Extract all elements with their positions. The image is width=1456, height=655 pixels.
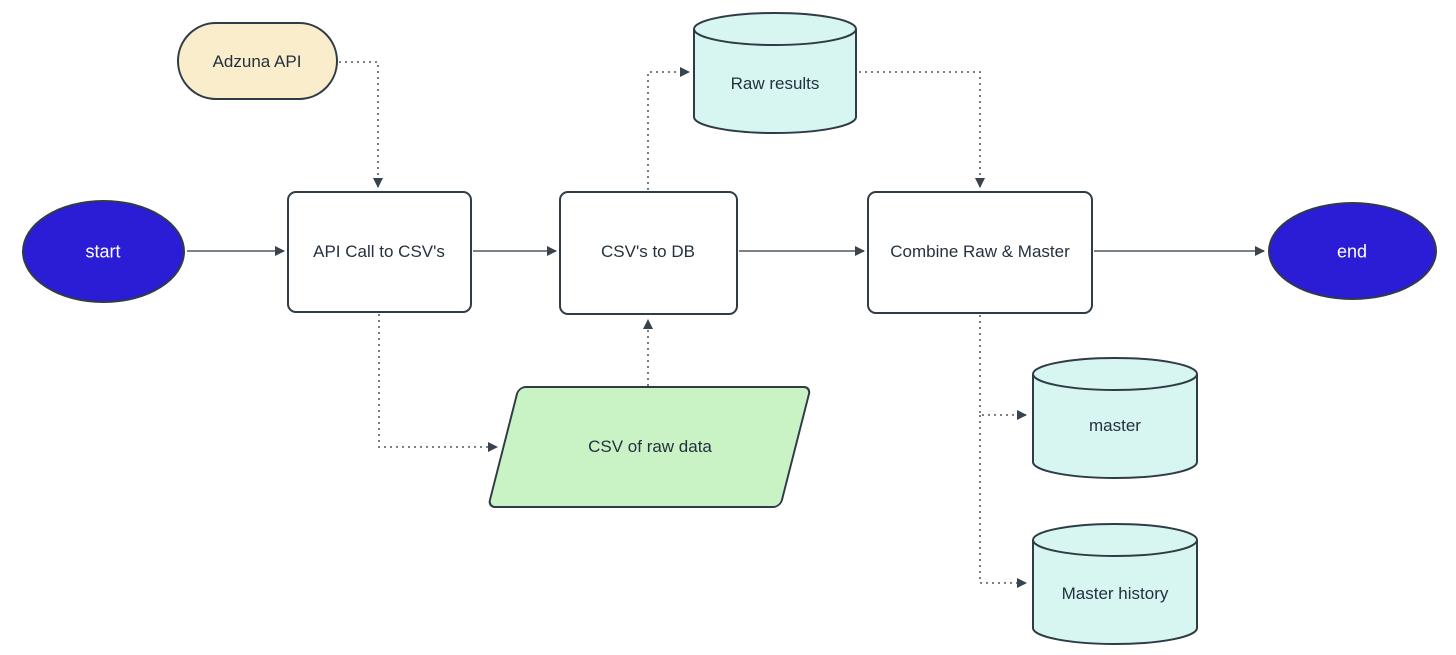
edge-raw-results-to-combine [859,71,985,188]
node-start-label: start [85,241,121,262]
node-end-label: end [1336,241,1368,262]
node-raw-results [693,12,857,134]
node-csvs-to-db [559,191,738,315]
node-start [22,200,185,303]
edge-combine-to-master [979,315,1027,420]
node-master-label: master [1089,416,1141,435]
node-master-history-label: Master history [1061,584,1169,603]
node-adzuna-api-label: Adzuna API [212,52,302,71]
node-api-call [287,191,472,313]
node-end [1268,202,1437,300]
node-combine [867,191,1093,314]
node-combine-label: Combine Raw & Master [890,242,1070,261]
node-master [1032,357,1198,479]
node-adzuna-api [177,22,338,100]
node-api-call-label: API Call to CSV's [313,242,445,261]
edge-combine-to-master-history [979,415,1027,588]
node-csvs-to-db-label: CSV's to DB [601,242,695,261]
edge-api-call-to-csv-raw [378,314,498,452]
node-master-history [1032,523,1198,645]
edge-adzuna-api-to-api-call [339,61,383,188]
node-raw-results-label: Raw results [730,74,820,93]
node-csv-raw-label: CSV of raw data [588,437,712,456]
edge-csvs-to-db-to-raw-results [647,67,690,190]
